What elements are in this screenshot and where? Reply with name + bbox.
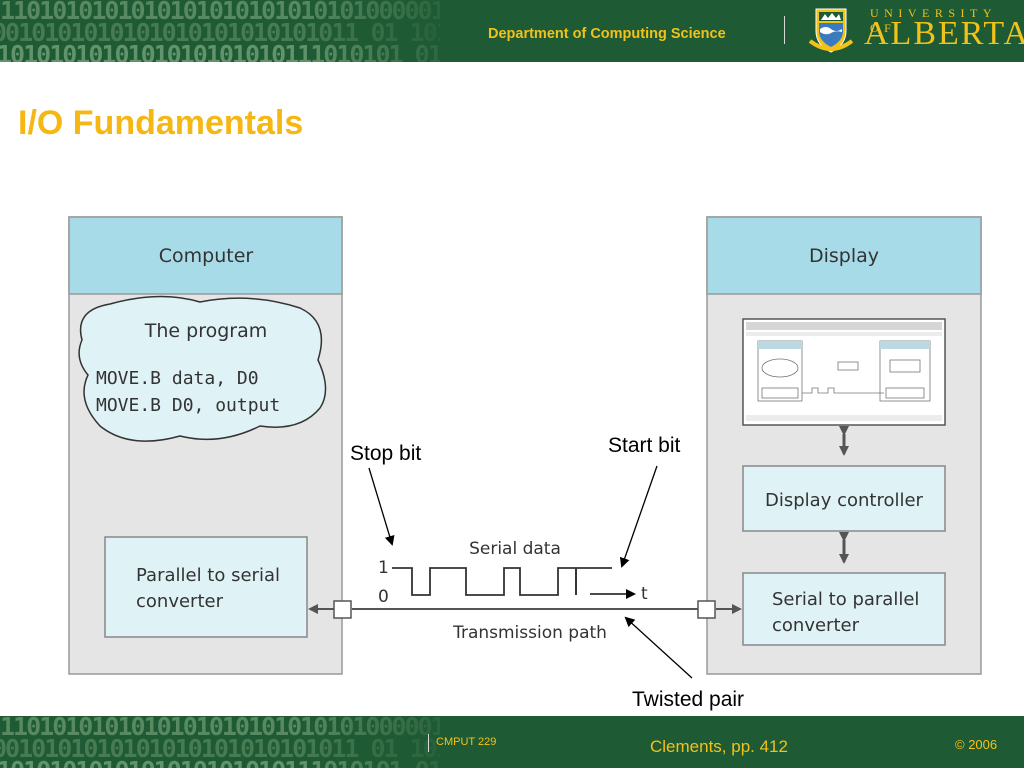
banner-fade <box>300 0 480 62</box>
display-controller-label: Display controller <box>765 490 924 511</box>
footer-banner: 1101010101010101010101010101000001 10 11… <box>0 716 1024 768</box>
transmission-path: Transmission path <box>308 600 742 643</box>
binary-row: 1010101010101010101010111010101 01010101 <box>0 758 440 768</box>
monitor-screenshot-icon <box>742 318 946 426</box>
slide-title: I/O Fundamentals <box>18 104 304 142</box>
level-low-label: 0 <box>378 587 389 607</box>
source-credit: Clements, pp. 412 <box>650 737 788 756</box>
program-cloud <box>78 295 327 442</box>
university-name: ALBERTA <box>864 15 1024 52</box>
serial-to-parallel-line-2: converter <box>772 615 860 636</box>
display-port <box>697 600 716 619</box>
header-divider <box>784 16 785 44</box>
computer-header: Computer <box>159 245 254 267</box>
serial-data-label: Serial data <box>469 539 561 559</box>
display-box: Display Display controller Serial to par… <box>706 216 982 675</box>
twisted-pair-callout: Twisted pair <box>632 688 744 711</box>
course-code: CMPUT 229 <box>436 736 497 748</box>
university-label: UNIVERSITY OF <box>870 6 997 35</box>
serial-waveform: Serial data 1 0 t <box>378 539 648 607</box>
parallel-to-serial-line-1: Parallel to serial <box>136 565 280 586</box>
university-crest-icon <box>808 8 854 53</box>
time-axis-label: t <box>641 584 648 604</box>
banner-fade <box>300 716 480 768</box>
io-diagram: Computer The program MOVE.B data, D0 MOV… <box>68 216 982 711</box>
program-title: The program <box>144 320 267 342</box>
footer-divider <box>428 734 429 752</box>
transmission-path-label: Transmission path <box>452 623 607 643</box>
stop-bit-pointer <box>368 467 395 546</box>
display-controller-box <box>742 465 946 532</box>
computer-port <box>333 600 352 619</box>
computer-box: Computer The program MOVE.B data, D0 MOV… <box>68 216 343 675</box>
start-bit-pointer <box>619 465 658 568</box>
header-banner: 1101010101010101010101010101000001 10 11… <box>0 0 1024 62</box>
copyright: © 2006 <box>955 737 998 752</box>
stop-bit-callout: Stop bit <box>350 442 421 465</box>
department-name: Department of Computing Science <box>488 26 726 42</box>
code-line-1: MOVE.B data, D0 <box>96 368 259 389</box>
serial-to-parallel-box <box>742 572 946 646</box>
code-line-2: MOVE.B D0, output <box>96 395 280 416</box>
parallel-to-serial-line-2: converter <box>136 591 224 612</box>
level-high-label: 1 <box>378 558 389 578</box>
twisted-pair-pointer <box>624 616 693 679</box>
display-header: Display <box>809 245 879 267</box>
start-bit-callout: Start bit <box>608 434 681 457</box>
serial-to-parallel-line-1: Serial to parallel <box>772 589 919 610</box>
parallel-to-serial-box <box>104 536 308 638</box>
